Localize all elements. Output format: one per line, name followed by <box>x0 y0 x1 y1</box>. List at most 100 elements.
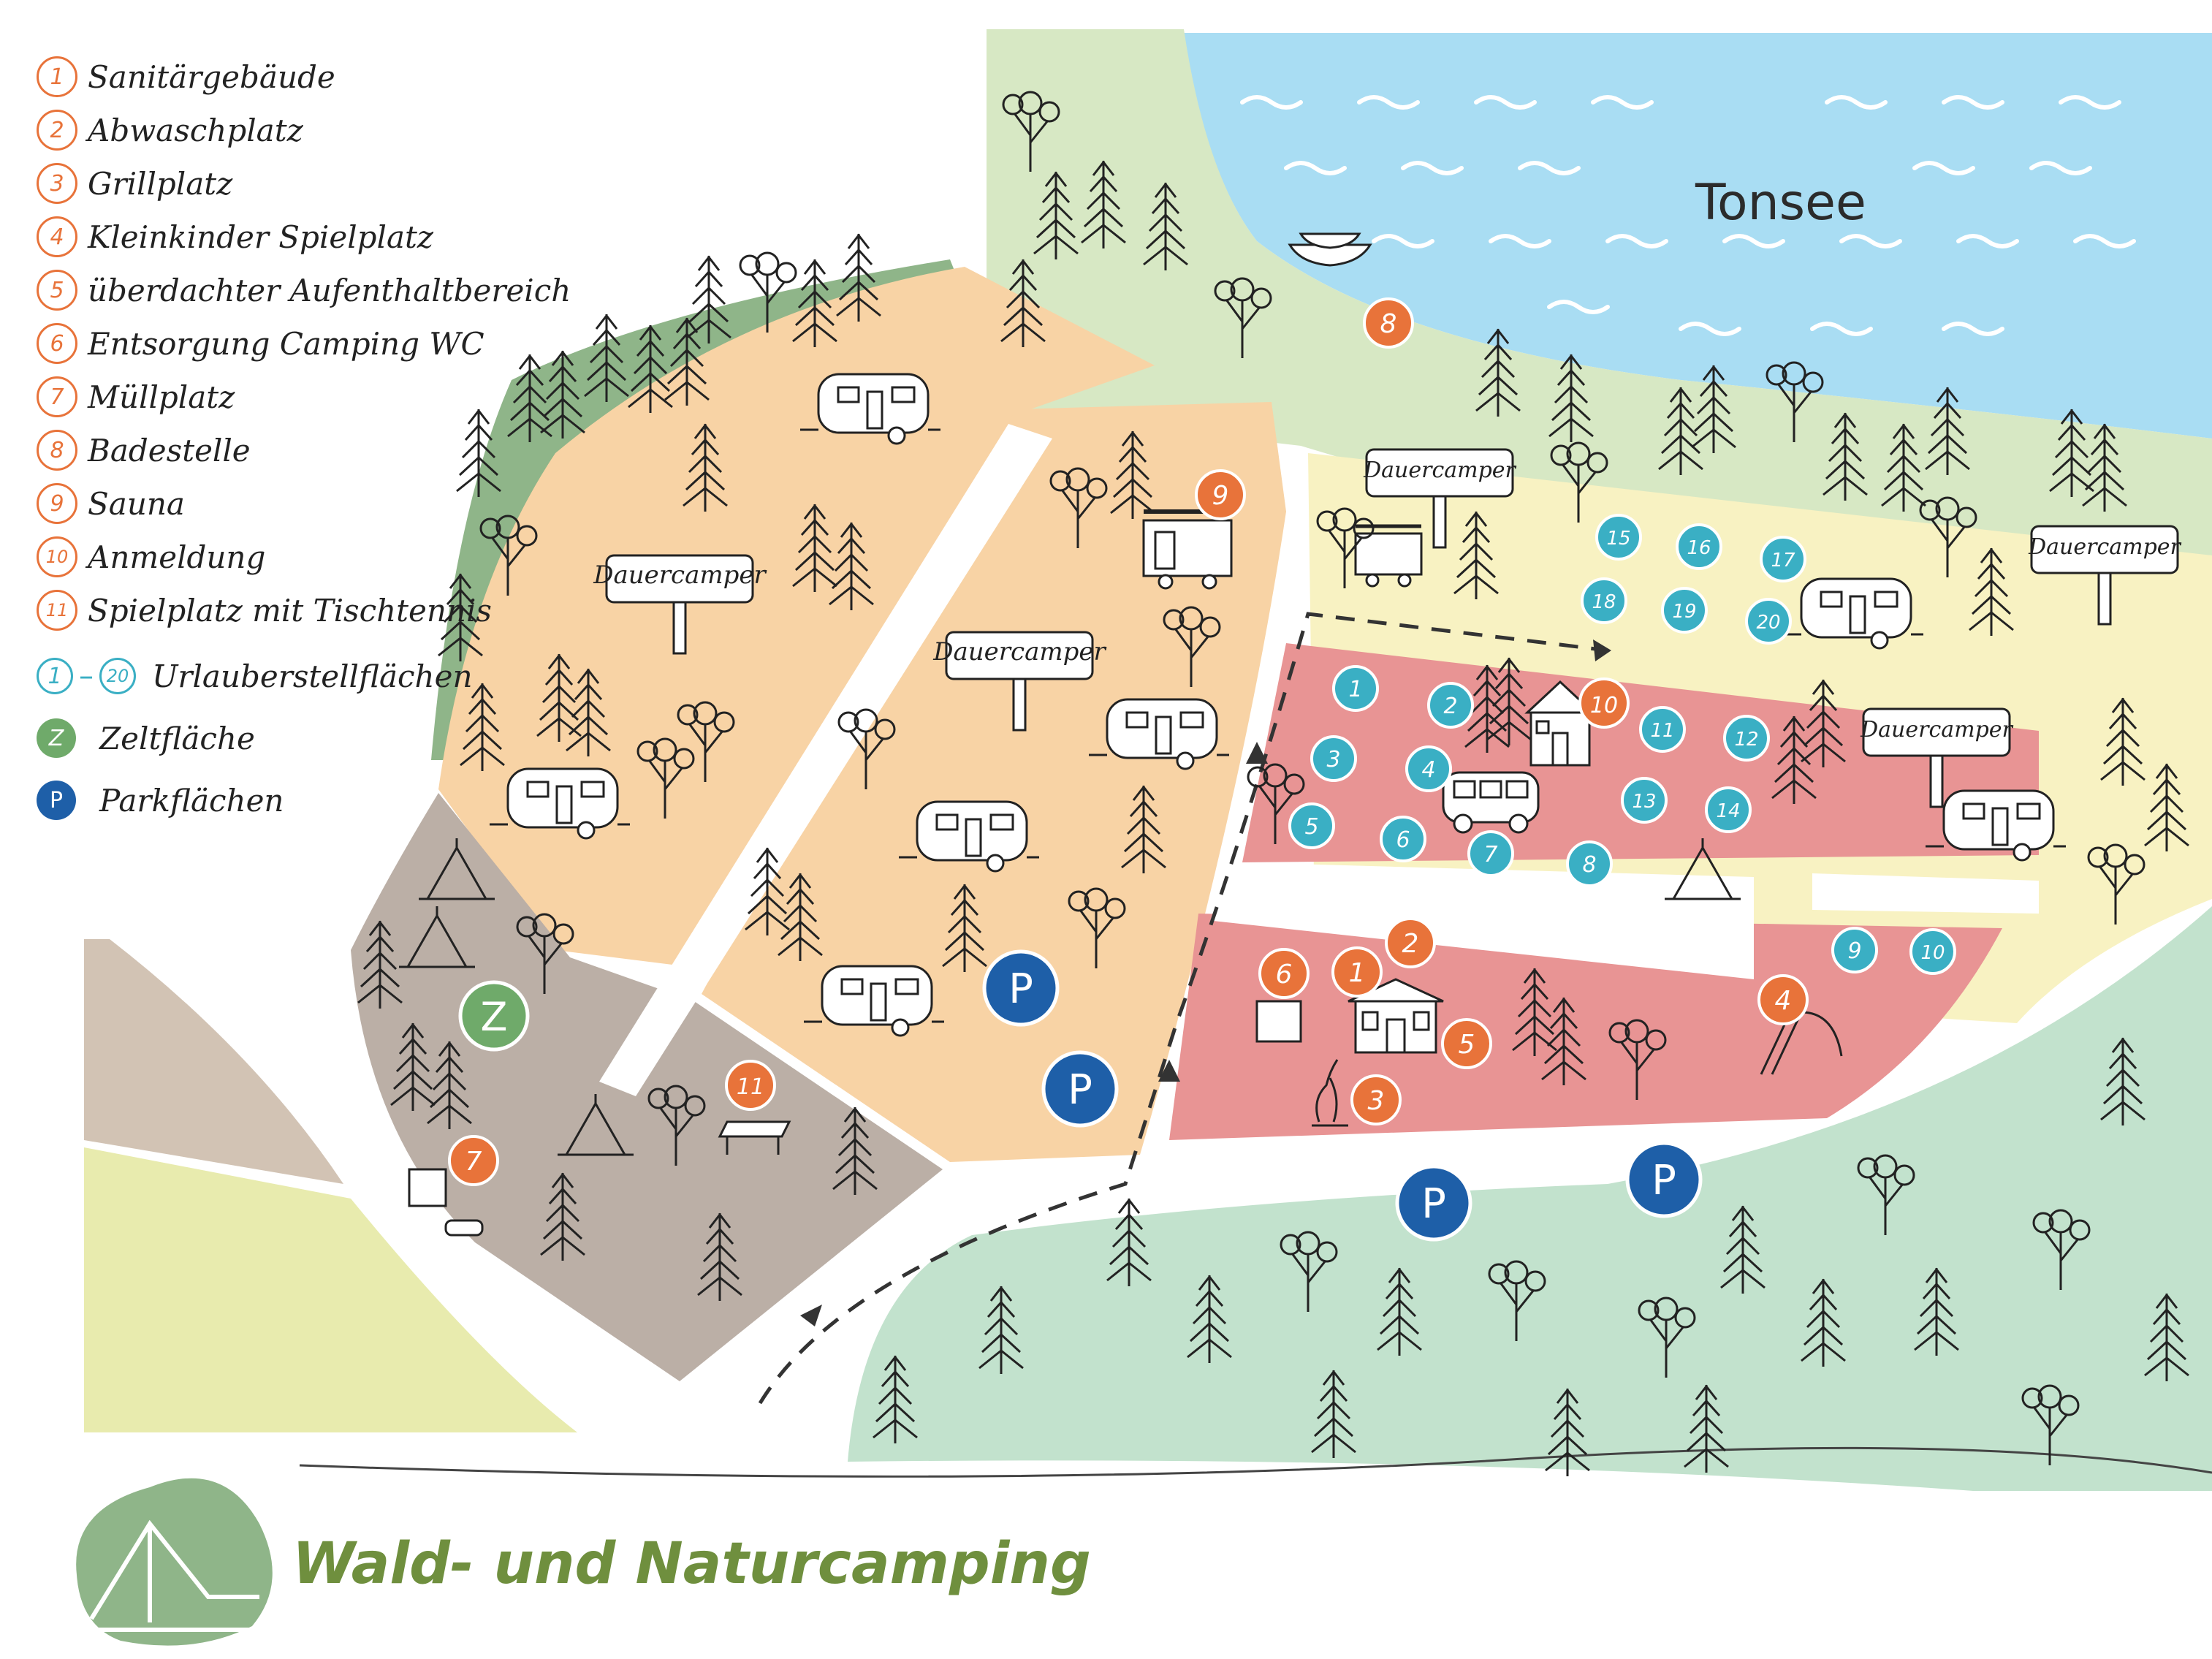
legend-label: Sanitärgebäude <box>88 58 335 95</box>
parking-marker[interactable]: P <box>982 949 1060 1027</box>
facility-marker-7[interactable]: 7 <box>448 1135 499 1186</box>
legend-item-2: 2 Abwaschplatz <box>37 108 303 152</box>
reception-house-icon <box>1524 680 1596 767</box>
pitch-marker-19[interactable]: 19 <box>1661 587 1708 634</box>
pitch-marker-label: 20 <box>1756 612 1780 634</box>
legend-label: Badestelle <box>88 432 251 468</box>
facility-marker-6[interactable]: 6 <box>1258 948 1310 999</box>
pitch-marker-7[interactable]: 7 <box>1467 830 1514 877</box>
drive-arrow-4 <box>800 1305 822 1326</box>
parking-marker-label: P <box>1652 1157 1676 1204</box>
dauercamper-sign-label: Dauercamper <box>932 637 1106 667</box>
pitch-marker-label: 10 <box>1920 942 1945 964</box>
dauercamper-sign-label: Dauercamper <box>2028 534 2181 560</box>
legend-label: Kleinkinder Spielplatz <box>88 219 433 255</box>
facility-marker-label: 10 <box>1590 693 1618 718</box>
pitch-marker-1[interactable]: 1 <box>1332 665 1379 712</box>
pitch-marker-3[interactable]: 3 <box>1310 735 1357 782</box>
pitch-marker-6[interactable]: 6 <box>1380 816 1426 862</box>
facility-marker-label: 3 <box>1368 1086 1385 1116</box>
legend-badge: 11 <box>37 590 77 631</box>
legend-label: Müllplatz <box>88 379 235 415</box>
facility-marker-label: 4 <box>1775 986 1792 1016</box>
pitch-marker-20[interactable]: 20 <box>1745 598 1792 645</box>
parking-marker[interactable]: P <box>1041 1050 1119 1128</box>
facility-marker-11[interactable]: 11 <box>725 1060 776 1111</box>
parking-marker[interactable]: P <box>1625 1141 1703 1218</box>
legend-label: Sauna <box>88 485 185 522</box>
facility-marker-9[interactable]: 9 <box>1195 469 1246 520</box>
campsite-logo-icon <box>76 1478 273 1646</box>
facility-marker-label: 1 <box>1349 958 1366 988</box>
zelt-marker-label: Z <box>481 994 508 1040</box>
legend-badge-tent: Z <box>37 718 76 758</box>
parking-marker[interactable]: P <box>1395 1164 1472 1242</box>
pitch-marker-15[interactable]: 15 <box>1595 514 1642 561</box>
pitch-marker-8[interactable]: 8 <box>1566 840 1613 887</box>
pitch-marker-label: 17 <box>1771 550 1795 572</box>
pitch-marker-9[interactable]: 9 <box>1831 927 1878 973</box>
pitch-marker-17[interactable]: 17 <box>1760 536 1806 582</box>
legend-badge: 10 <box>37 536 77 577</box>
boat-icon <box>1288 232 1372 267</box>
dauercamper-sign: Dauercamper <box>932 631 1106 732</box>
pitch-marker-11[interactable]: 11 <box>1639 706 1686 753</box>
legend-badge: 4 <box>37 216 77 257</box>
pitch-marker-16[interactable]: 16 <box>1676 523 1722 570</box>
pitch-marker-label: 18 <box>1592 591 1616 613</box>
pitch-marker-10[interactable]: 10 <box>1909 928 1956 975</box>
pitch-marker-label: 8 <box>1582 852 1596 878</box>
parking-marker-label: P <box>1421 1180 1446 1228</box>
dauercamper-sign: Dauercamper <box>2028 525 2182 626</box>
pitch-marker-label: 6 <box>1396 827 1410 853</box>
zelt-area <box>351 793 943 1381</box>
facility-marker-2[interactable]: 2 <box>1385 917 1436 968</box>
facility-marker-8[interactable]: 8 <box>1363 297 1414 349</box>
pitch-marker-14[interactable]: 14 <box>1705 786 1752 833</box>
legend-label: Zeltfläche <box>99 720 255 756</box>
pitch-marker-2[interactable]: 2 <box>1427 682 1474 729</box>
legend-badge: 5 <box>37 270 77 311</box>
legend-label: Abwaschplatz <box>88 112 303 148</box>
legend-item-4: 4 Kleinkinder Spielplatz <box>37 215 433 259</box>
legend-item-10: 10 Anmeldung <box>37 535 265 579</box>
legend-label: Anmeldung <box>88 539 266 575</box>
shore-forest <box>987 29 2212 555</box>
pitch-marker-label: 2 <box>1443 694 1457 719</box>
facility-marker-10[interactable]: 10 <box>1578 677 1630 729</box>
zelt-marker[interactable]: Z <box>458 980 530 1052</box>
legend-item-6: 6 Entsorgung Camping WC <box>37 322 484 365</box>
pitch-marker-12[interactable]: 12 <box>1723 715 1770 762</box>
dauercamper-sign-label: Dauercamper <box>593 561 767 590</box>
legend-label: Urlauberstellflächen <box>152 658 473 694</box>
legend-label: Entsorgung Camping WC <box>88 325 484 362</box>
legend-badge-parking: P <box>37 781 76 820</box>
facility-marker-1[interactable]: 1 <box>1331 946 1383 998</box>
pitch-marker-18[interactable]: 18 <box>1581 577 1627 624</box>
pitch-marker-4[interactable]: 4 <box>1405 745 1452 792</box>
wc-disposal-icon <box>1255 1000 1302 1043</box>
pitch-marker-13[interactable]: 13 <box>1621 777 1668 824</box>
facility-markers: 8 9 10 6 1 2 5 3 4 11 7 <box>448 297 1809 1186</box>
legend-item-9: 9 Sauna <box>37 482 185 525</box>
pitch-marker-5[interactable]: 5 <box>1288 802 1335 849</box>
pitch-marker-label: 7 <box>1483 842 1497 868</box>
roads <box>599 424 2039 1096</box>
pitch-marker-label: 14 <box>1716 800 1740 822</box>
facility-marker-5[interactable]: 5 <box>1441 1018 1492 1069</box>
trash-icon <box>408 1168 484 1237</box>
pitch-marker-label: 4 <box>1421 757 1435 783</box>
legend-item-5: 5 überdachter Aufenthaltbereich <box>37 268 571 312</box>
legend-item-11: 11 Spielplatz mit Tischtennis <box>37 588 492 632</box>
parking-marker-label: P <box>1068 1066 1092 1114</box>
legend-badge-pitch-to: 20 <box>99 658 136 694</box>
facility-marker-3[interactable]: 3 <box>1350 1074 1402 1125</box>
facility-marker-label: 6 <box>1276 960 1293 990</box>
pitch-markers: 1 2 3 4 5 6 7 8 9 10 11 12 13 14 15 16 1… <box>1288 514 1956 975</box>
facility-marker-label: 7 <box>465 1147 482 1177</box>
drive-path <box>758 612 1608 1405</box>
wagon-icon <box>1354 524 1423 588</box>
pitch-marker-label: 15 <box>1606 528 1630 550</box>
facility-marker-4[interactable]: 4 <box>1757 974 1809 1025</box>
legend-badge-pitch-from: 1 <box>37 658 73 694</box>
